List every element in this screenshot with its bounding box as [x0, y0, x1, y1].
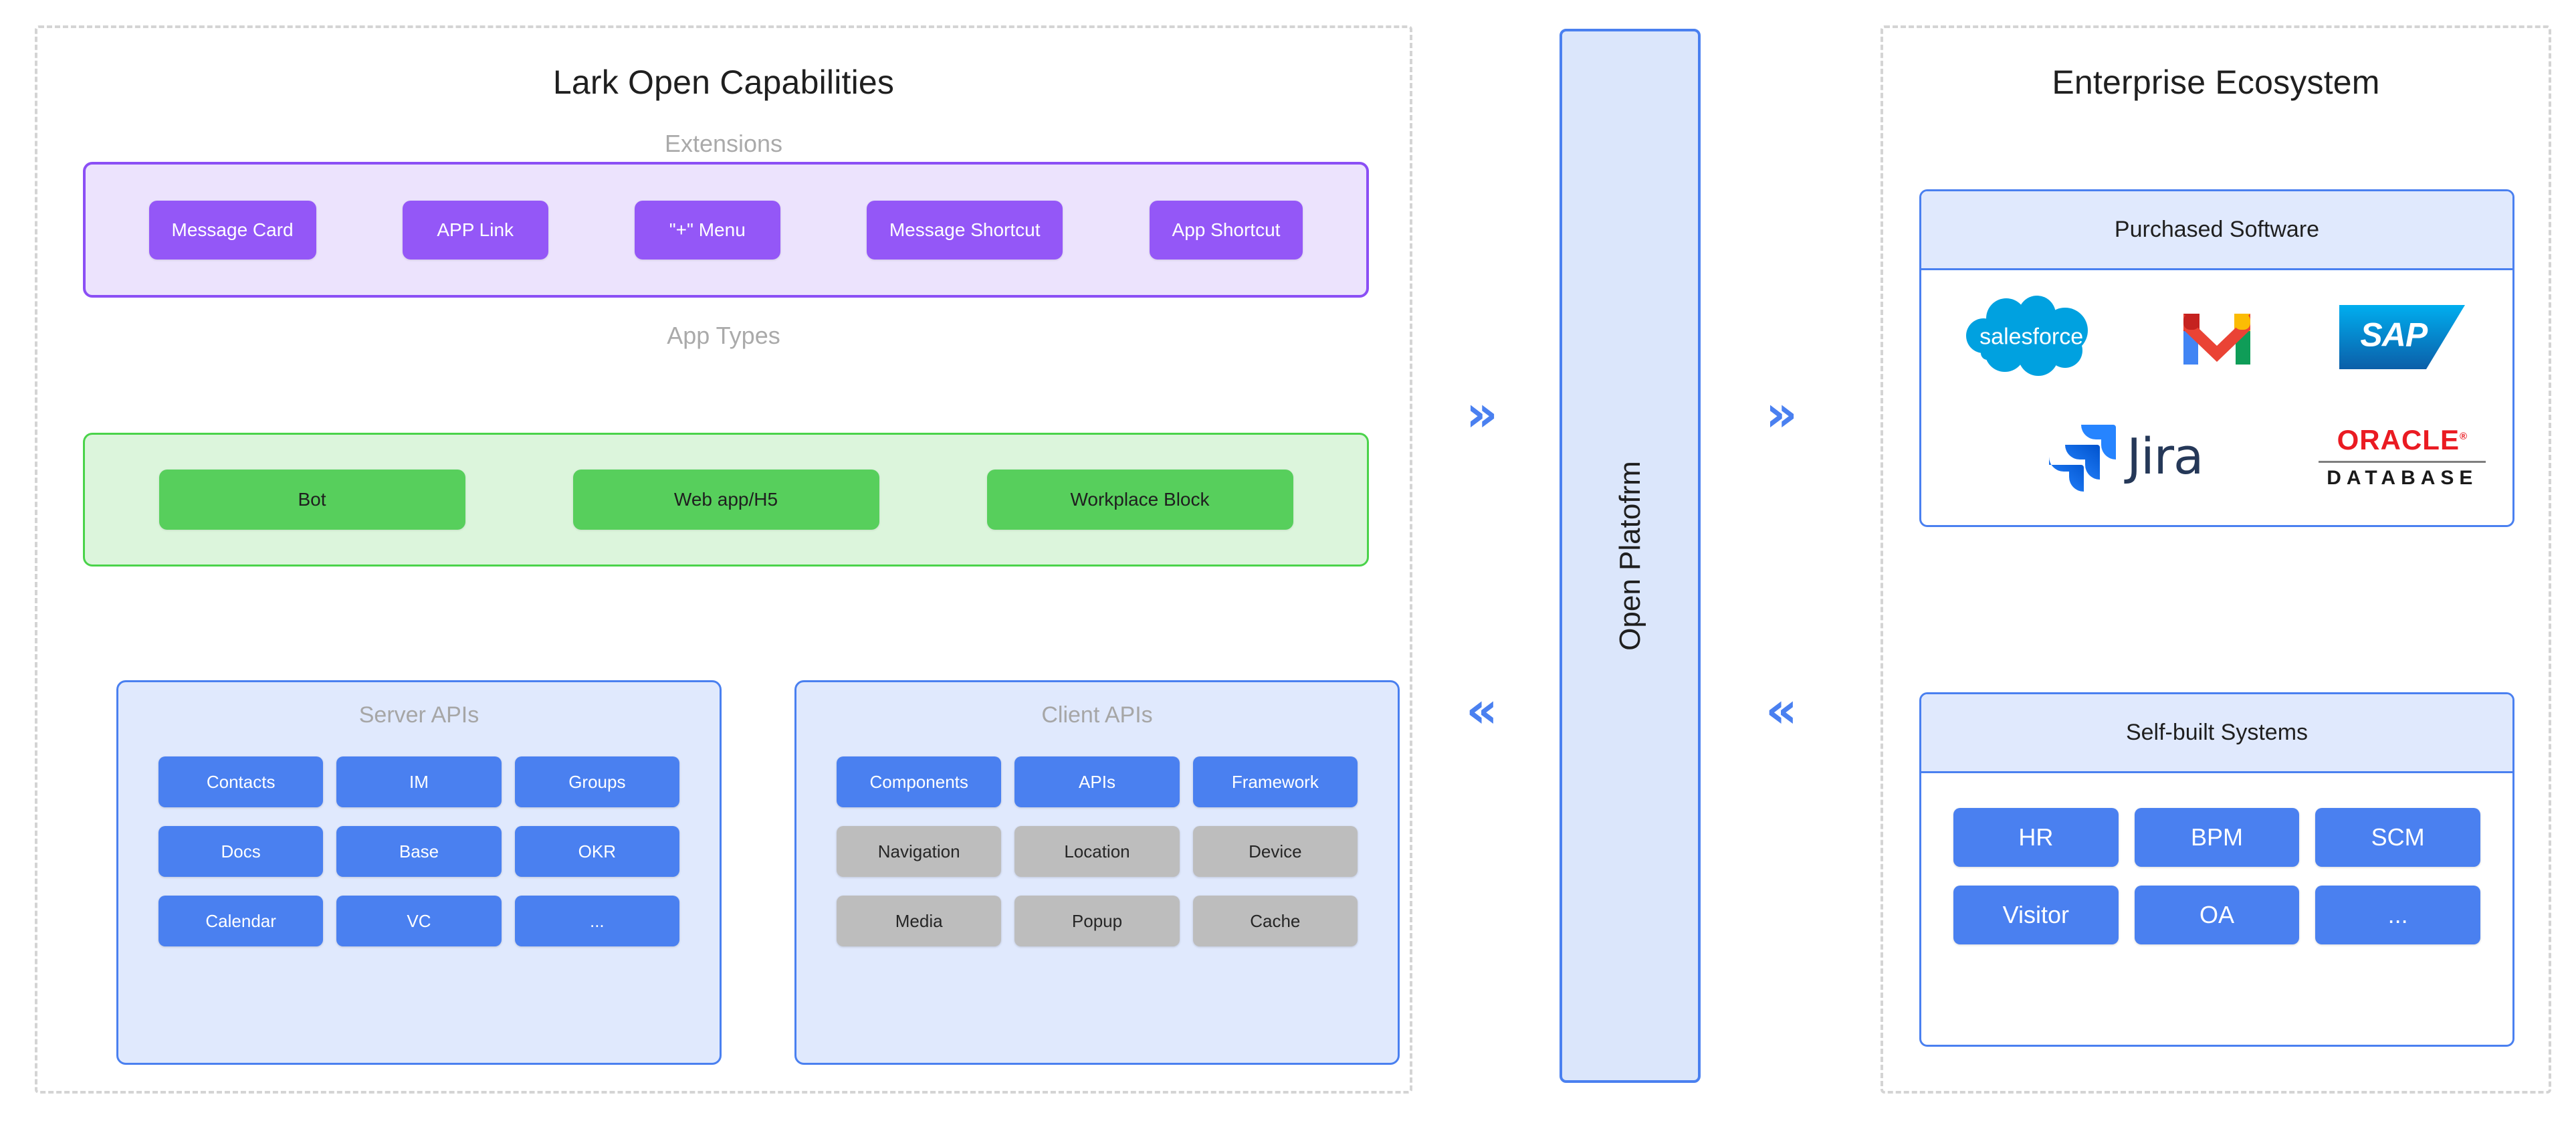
self-built-system-oa[interactable]: OA — [2134, 886, 2300, 944]
client-api-cache[interactable]: Cache — [1192, 896, 1358, 946]
sap-icon: SAP — [2339, 305, 2466, 370]
salesforce-wordmark: salesforce — [1979, 324, 2084, 350]
registered-mark-icon: ® — [2459, 430, 2468, 442]
client-api-media[interactable]: Media — [837, 896, 1002, 946]
extension-chip-message-card[interactable]: Message Card — [148, 200, 316, 260]
server-apis-grid: Contacts IM Groups Docs Base OKR Calenda… — [118, 728, 720, 946]
server-api-docs[interactable]: Docs — [158, 826, 324, 877]
sap-wordmark: SAP — [2360, 316, 2428, 354]
chevron-right-icon-top-right: » — [1765, 385, 1798, 443]
sap-logo-cell: SAP — [2339, 305, 2466, 370]
server-api-contacts[interactable]: Contacts — [158, 756, 324, 807]
client-api-navigation[interactable]: Navigation — [837, 826, 1002, 877]
open-platform-label: Open Platofrm — [1613, 461, 1646, 651]
app-type-chip-bot[interactable]: Bot — [158, 470, 465, 530]
server-api-okr[interactable]: OKR — [514, 826, 679, 877]
self-built-system-more[interactable]: ... — [2315, 886, 2480, 944]
app-type-chip-web-app-h5[interactable]: Web app/H5 — [572, 470, 879, 530]
client-apis-title: Client APIs — [1041, 702, 1153, 728]
client-api-apis[interactable]: APIs — [1014, 756, 1180, 807]
server-api-calendar[interactable]: Calendar — [158, 896, 324, 946]
chevron-left-icon-bottom-right: « — [1765, 682, 1798, 739]
purchased-software-card: Purchased Software salesfor — [1919, 189, 2514, 527]
chevron-right-icon-top-left: » — [1466, 385, 1498, 443]
lark-open-capabilities-panel: Lark Open Capabilities Extensions Messag… — [35, 25, 1412, 1094]
app-type-chip-workplace-block[interactable]: Workplace Block — [986, 470, 1293, 530]
self-built-systems-header: Self-built Systems — [1921, 694, 2512, 773]
oracle-wordmark: ORACLE — [2337, 423, 2460, 455]
server-api-more[interactable]: ... — [514, 896, 679, 946]
jira-wordmark: Jira — [2127, 427, 2204, 486]
client-api-framework[interactable]: Framework — [1192, 756, 1358, 807]
purchased-software-header: Purchased Software — [1921, 191, 2512, 270]
server-api-groups[interactable]: Groups — [514, 756, 679, 807]
jira-logo-cell: Jira — [2045, 421, 2204, 493]
salesforce-logo-cell: salesforce — [1965, 294, 2099, 380]
gmail-icon — [2183, 314, 2250, 365]
extensions-band: Message Card APP Link "+" Menu Message S… — [83, 162, 1369, 298]
oracle-database-wordmark: DATABASE — [2327, 466, 2478, 489]
oracle-divider — [2319, 460, 2486, 463]
extensions-chip-row: Message Card APP Link "+" Menu Message S… — [86, 200, 1366, 260]
client-apis-grid: Components APIs Framework Navigation Loc… — [796, 728, 1398, 946]
extension-chip-app-shortcut[interactable]: App Shortcut — [1149, 200, 1303, 260]
page-title: Lark Open Capabilities — [552, 64, 895, 101]
self-built-systems-card: Self-built Systems HR BPM SCM Visitor OA… — [1919, 692, 2514, 1047]
client-api-components[interactable]: Components — [837, 756, 1002, 807]
extension-chip-plus-menu[interactable]: "+" Menu — [634, 200, 780, 260]
extension-chip-app-link[interactable]: APP Link — [402, 200, 548, 260]
server-api-im[interactable]: IM — [336, 756, 502, 807]
extension-chip-message-shortcut[interactable]: Message Shortcut — [866, 200, 1063, 260]
salesforce-icon: salesforce — [1965, 294, 2099, 380]
purchased-software-logo-grid: salesforce — [1921, 270, 2512, 525]
client-api-popup[interactable]: Popup — [1014, 896, 1180, 946]
self-built-system-hr[interactable]: HR — [1953, 808, 2119, 867]
self-built-system-bpm[interactable]: BPM — [2134, 808, 2300, 867]
extensions-label: Extensions — [664, 130, 783, 157]
open-platform-column: Open Platofrm — [1560, 29, 1701, 1083]
app-types-band: Bot Web app/H5 Workplace Block — [83, 433, 1369, 567]
server-api-vc[interactable]: VC — [336, 896, 502, 946]
client-api-device[interactable]: Device — [1192, 826, 1358, 877]
client-apis-box: Client APIs Components APIs Framework Na… — [794, 680, 1400, 1065]
server-api-base[interactable]: Base — [336, 826, 502, 877]
chevron-left-icon-bottom-left: « — [1466, 682, 1498, 739]
oracle-logo-cell: ORACLE® DATABASE — [2319, 424, 2486, 490]
enterprise-ecosystem-panel: Enterprise Ecosystem — [1881, 25, 2551, 1094]
app-types-chip-row: Bot Web app/H5 Workplace Block — [85, 470, 1367, 530]
app-types-label: App Types — [667, 322, 780, 349]
enterprise-ecosystem-title: Enterprise Ecosystem — [2052, 64, 2380, 101]
server-apis-box: Server APIs Contacts IM Groups Docs Base… — [116, 680, 722, 1065]
gmail-logo-cell — [2177, 304, 2257, 370]
self-built-systems-grid: HR BPM SCM Visitor OA ... — [1921, 773, 2512, 944]
self-built-system-visitor[interactable]: Visitor — [1953, 886, 2119, 944]
server-apis-title: Server APIs — [358, 702, 479, 728]
jira-icon — [2049, 424, 2117, 492]
client-api-location[interactable]: Location — [1014, 826, 1180, 877]
self-built-system-scm[interactable]: SCM — [2315, 808, 2480, 867]
oracle-database-icon: ORACLE® DATABASE — [2319, 424, 2486, 490]
